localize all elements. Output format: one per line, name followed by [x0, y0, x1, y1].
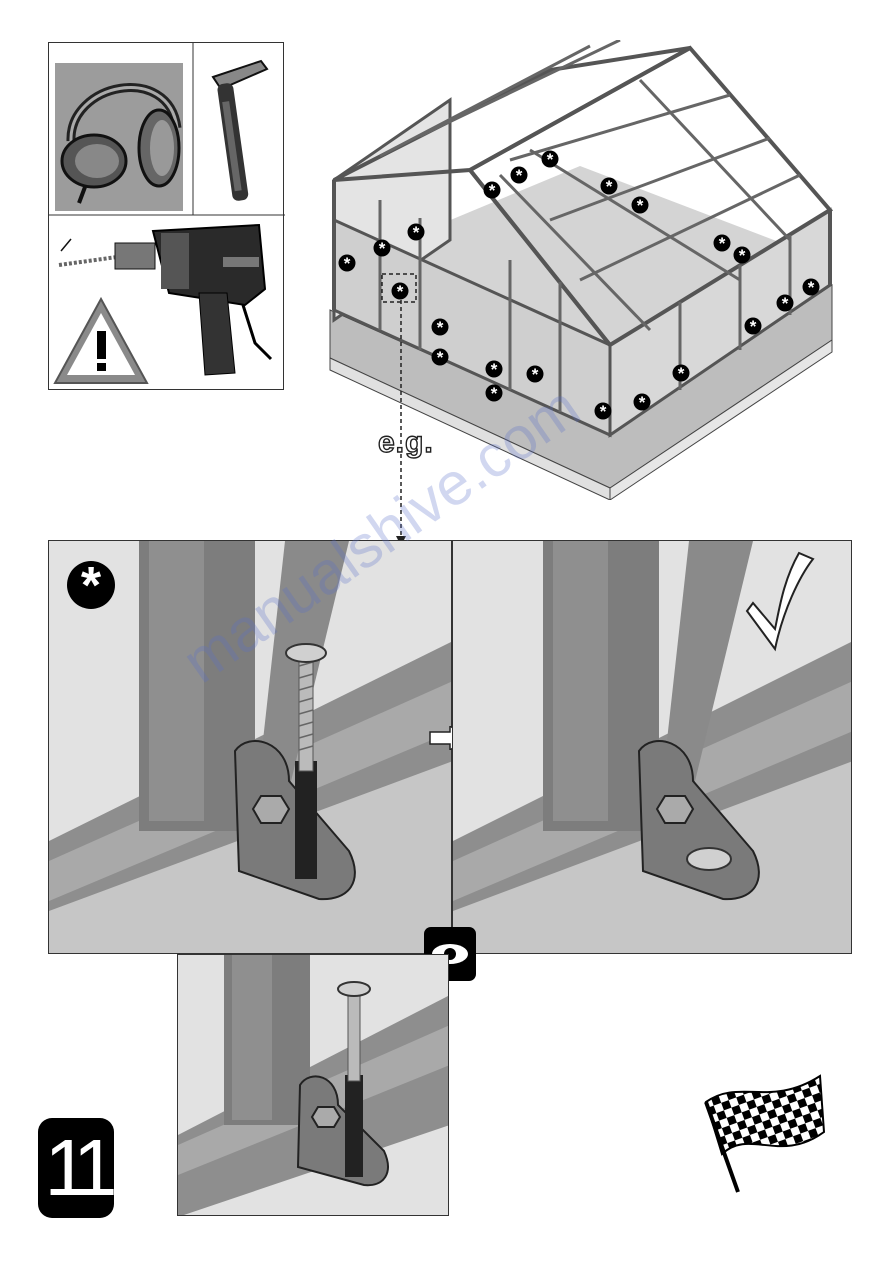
svg-text:*: *: [489, 181, 496, 200]
svg-text:*: *: [491, 384, 498, 403]
detail-before: *: [48, 540, 452, 954]
step-number: 11: [38, 1118, 118, 1218]
svg-text:*: *: [739, 246, 746, 265]
asterisk-icon: *: [338, 254, 356, 273]
asterisk-icon: *: [483, 181, 501, 200]
checkered-flag-icon: [704, 1074, 826, 1193]
asterisk-icon: *: [594, 402, 612, 421]
checkmark-icon: [745, 551, 815, 652]
ear-protection-icon: [55, 63, 183, 211]
svg-text:*: *: [437, 318, 444, 337]
greenhouse-overview: * * * * * * * * * * * * * * * * * * * * …: [320, 38, 860, 501]
svg-text:*: *: [344, 254, 351, 273]
asterisk-icon: *: [407, 223, 425, 242]
asterisk-icon: *: [485, 384, 503, 403]
svg-text:*: *: [637, 196, 644, 215]
svg-text:*: *: [547, 150, 554, 169]
svg-text:*: *: [808, 278, 815, 297]
svg-text:*: *: [600, 402, 607, 421]
svg-text:*: *: [516, 166, 523, 185]
svg-text:*: *: [437, 348, 444, 367]
svg-text:*: *: [678, 364, 685, 383]
svg-text:*: *: [719, 234, 726, 253]
asterisk-icon: *: [744, 317, 762, 336]
asterisk-icon: *: [510, 166, 528, 185]
svg-text:*: *: [606, 177, 613, 196]
svg-text:*: *: [750, 317, 757, 336]
asterisk-icon: *: [541, 150, 559, 169]
asterisk-icon: *: [672, 364, 690, 383]
svg-text:*: *: [639, 393, 646, 412]
tools-panel: [48, 42, 285, 390]
asterisk-icon: *: [733, 246, 751, 265]
asterisk-icon: *: [600, 177, 618, 196]
asterisk-icon: *: [776, 294, 794, 313]
anchor-markers: * * * * * * * * * * * * * * * * * * * * …: [338, 150, 820, 421]
svg-text:*: *: [532, 365, 539, 384]
svg-text:*: *: [491, 360, 498, 379]
eg-label: e.g.: [377, 425, 434, 459]
detail-bottom: [177, 954, 449, 1216]
asterisk-icon: *: [373, 239, 391, 258]
detail-after: [452, 540, 852, 954]
asterisk-icon: *: [802, 278, 820, 297]
drill-icon: [58, 223, 273, 376]
asterisk-icon: *: [391, 282, 409, 301]
asterisk-icon: *: [631, 196, 649, 215]
asterisk-icon: *: [526, 365, 544, 384]
warning-triangle-icon: [53, 296, 149, 384]
asterisk-icon: *: [431, 318, 449, 337]
asterisk-icon: *: [633, 393, 651, 412]
hammer-icon: [211, 59, 269, 201]
svg-text:*: *: [413, 223, 420, 242]
leader-arrow: [396, 300, 406, 546]
svg-text:*: *: [782, 294, 789, 313]
svg-text:*: *: [397, 282, 404, 301]
asterisk-icon: *: [485, 360, 503, 379]
asterisk-icon: *: [713, 234, 731, 253]
svg-text:*: *: [81, 557, 102, 615]
asterisk-icon: *: [67, 557, 115, 615]
svg-text:*: *: [379, 239, 386, 258]
asterisk-icon: *: [431, 348, 449, 367]
